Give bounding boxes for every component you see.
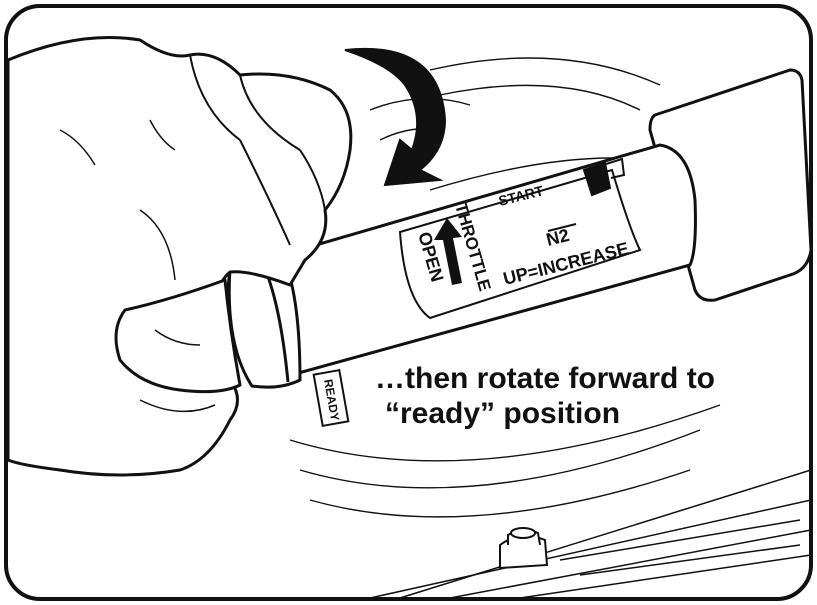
caption-line-2: “ready” position — [385, 397, 620, 430]
caption-line-1: …then rotate forward to — [375, 362, 715, 395]
